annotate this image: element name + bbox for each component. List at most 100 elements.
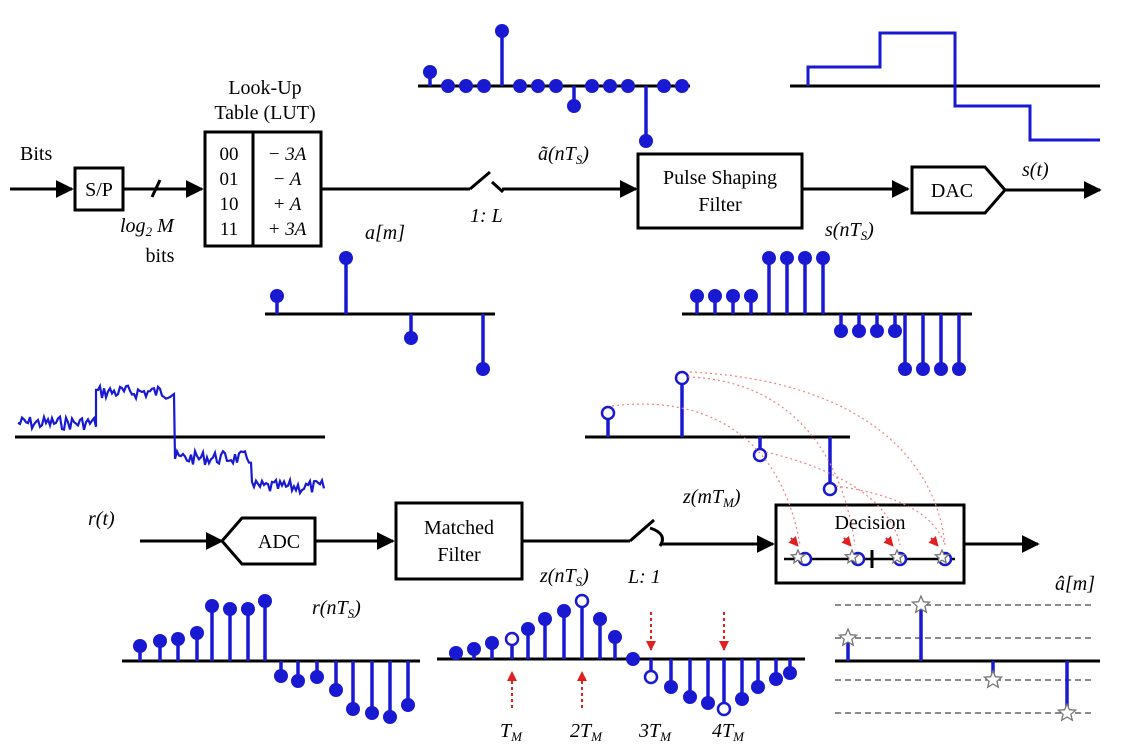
plot-rnts-sample-3 — [190, 626, 204, 640]
r-nts-stem-plot — [122, 594, 420, 724]
plot-atilde-sample-14 — [675, 79, 689, 93]
plot-atilde-sample-2 — [459, 79, 473, 93]
plot-znts-sample-3 — [504, 631, 520, 647]
matched-filter-label-1: Matched — [424, 517, 494, 539]
decision-arrow-3 — [928, 535, 939, 547]
a-hat-star-2 — [982, 669, 1004, 689]
plot-snts-sample-4 — [762, 251, 776, 265]
plot-am-sample-0 — [270, 289, 284, 303]
mapping-curve-2 — [765, 451, 901, 546]
decision-star-1 — [843, 548, 861, 565]
plot-znts-sample-14 — [701, 696, 715, 710]
plot-atilde-sample-1 — [441, 79, 455, 93]
pulse-shaping-label-2: Filter — [698, 194, 742, 216]
plot-rnts-sample-14 — [383, 710, 397, 724]
plot-rnts-sample-2 — [171, 632, 185, 646]
plot-snts-sample-1 — [708, 289, 722, 303]
plot-atilde-sample-7 — [549, 79, 563, 93]
plot-znts-sample-15 — [716, 701, 732, 717]
mapping-curve-1 — [687, 376, 856, 546]
decision-arrow-0 — [788, 535, 799, 547]
plot-atilde-sample-4 — [495, 24, 509, 38]
r-t-label: r(t) — [88, 508, 115, 530]
plot-atilde-sample-13 — [657, 79, 671, 93]
lut-value-3: + 3A — [268, 219, 307, 240]
plot-znts-sample-13 — [683, 690, 697, 704]
decision-arrow-2 — [883, 535, 894, 547]
r-nts-label: r(nTS) — [312, 597, 361, 621]
z-nts-stem-plot — [437, 593, 805, 717]
a-hat-label: â[m] — [1055, 573, 1095, 595]
plot-rnts-sample-5 — [223, 602, 237, 616]
plot-znts-sample-17 — [751, 680, 765, 694]
plot-rnts-sample-0 — [133, 639, 147, 653]
plot-snts-sample-6 — [798, 251, 812, 265]
plot-atilde-sample-0 — [423, 65, 437, 79]
plot-snts-sample-12 — [898, 362, 912, 376]
lut-title-2: Table (LUT) — [214, 102, 315, 124]
plot-snts-sample-14 — [934, 362, 948, 376]
decision-star-3 — [933, 548, 951, 565]
s-t-waveform — [806, 31, 1100, 142]
decision-arrow-1 — [841, 535, 852, 547]
plot-znts-sample-18 — [769, 672, 783, 686]
plot-atilde-sample-5 — [513, 79, 527, 93]
lut-value-1: − A — [273, 169, 302, 190]
a-hat-star-1 — [910, 594, 932, 614]
z-mtm-stem-plot — [585, 370, 946, 546]
plot-rnts-sample-6 — [241, 602, 255, 616]
a-tilde-label: ã(nTS) — [538, 143, 589, 167]
upsample-switch — [469, 170, 491, 191]
z-mtm-label: z(mTM) — [682, 486, 741, 510]
bus-slash — [150, 179, 162, 198]
bits-unit-label: bits — [146, 245, 175, 267]
plot-snts-sample-13 — [916, 362, 930, 376]
plot-snts-sample-9 — [852, 324, 866, 338]
plot-snts-sample-8 — [834, 324, 848, 338]
plot-rnts-sample-15 — [401, 698, 415, 712]
plot-am-sample-2 — [404, 331, 418, 345]
plot-znts-sample-6 — [557, 604, 571, 618]
plot-rnts-sample-1 — [153, 634, 167, 648]
plot-snts-sample-3 — [744, 289, 758, 303]
lut-code-3: 11 — [220, 219, 238, 240]
plot-snts-sample-11 — [888, 324, 902, 338]
decision-marks — [788, 535, 953, 567]
plot-znts-sample-10 — [626, 652, 640, 666]
plot-atilde-sample-10 — [603, 79, 617, 93]
plot-znts-sample-2 — [485, 636, 499, 650]
plot-atilde-sample-9 — [585, 79, 599, 93]
tm-label-1: 2TM — [570, 720, 603, 744]
plot-atilde-sample-6 — [531, 79, 545, 93]
plot-rnts-sample-12 — [346, 702, 360, 716]
matched-filter-block — [394, 501, 524, 581]
plot-rnts-sample-11 — [329, 683, 343, 697]
mapping-curve-0 — [611, 403, 801, 546]
s-t-label: s(t) — [1022, 159, 1049, 181]
dac-block — [910, 165, 1007, 215]
plot-snts-sample-5 — [780, 251, 794, 265]
plot-rnts-sample-10 — [310, 670, 324, 684]
pulse-shaping-label-1: Pulse Shaping — [663, 167, 777, 189]
plot-zmtm-sample-1 — [674, 370, 690, 386]
a-m-label: a[m] — [365, 222, 405, 244]
plot-znts-sample-12 — [664, 680, 678, 694]
plot-snts-sample-7 — [816, 251, 830, 265]
plot-znts-sample-0 — [449, 646, 463, 660]
a-m-stem-plot — [265, 251, 495, 376]
plot-rnts-sample-8 — [274, 669, 288, 683]
plot-atilde-sample-11 — [621, 79, 635, 93]
plot-am-sample-3 — [476, 362, 490, 376]
lut-code-1: 01 — [220, 169, 239, 190]
plot-znts-sample-9 — [608, 630, 622, 644]
tm-label-3: 4TM — [712, 720, 745, 744]
pulse-shaping-block — [636, 152, 804, 230]
decision-star-0 — [789, 548, 807, 565]
dac-label: DAC — [931, 180, 973, 202]
a-hat-stem-plot — [835, 594, 1100, 722]
plot-rnts-sample-7 — [258, 594, 272, 608]
